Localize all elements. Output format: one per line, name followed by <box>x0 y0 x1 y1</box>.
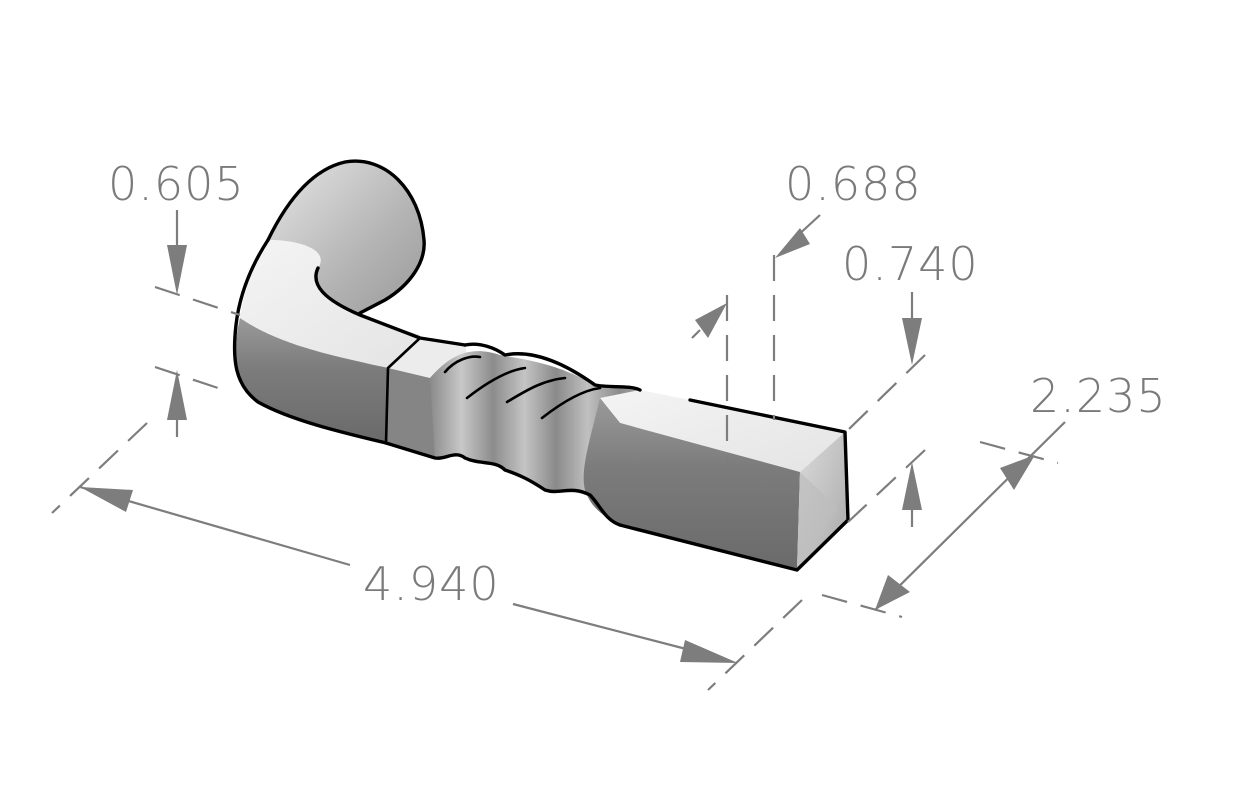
dimension-label-0740: 0.740 <box>842 237 979 291</box>
dimension-0605: 0.605 <box>108 157 245 437</box>
bend-cap <box>268 161 425 315</box>
collar-seam-line <box>384 336 422 445</box>
arrow-down-icon <box>902 318 922 365</box>
twist-top-outline <box>463 342 642 392</box>
arrow-diagonal-icon <box>775 228 810 258</box>
twist-groove-3 <box>505 376 567 404</box>
dimension-2235: 2.235 <box>821 369 1167 619</box>
arrow-right-icon <box>680 640 738 663</box>
dimension-label-0605: 0.605 <box>108 157 245 211</box>
dimension-label-4940: 4.940 <box>363 557 500 611</box>
bend-inner-outline <box>314 266 467 347</box>
bar-end-chamfer <box>797 472 838 570</box>
bar-top-outline <box>618 398 850 572</box>
bar-side-face <box>583 398 800 570</box>
twist-groove-1 <box>443 355 482 374</box>
arrow-diagonal-up-icon <box>695 303 727 338</box>
bend-side-face <box>235 318 388 443</box>
dimension-label-2235: 2.235 <box>1030 369 1167 423</box>
bend-cap-outline <box>266 159 426 315</box>
bend-outer-outline <box>232 238 388 445</box>
arrow-up-icon <box>902 462 922 510</box>
bend-top-face <box>240 240 420 368</box>
dimension-0740: 0.740 <box>842 237 979 527</box>
dimension-label-0688: 0.688 <box>785 157 922 211</box>
arrow-down-icon <box>167 245 187 295</box>
dimension-4940: 4.940 <box>51 422 803 691</box>
arrow-left-icon <box>80 487 133 512</box>
arrow-up-icon <box>167 370 187 420</box>
bar-top-face <box>600 390 845 472</box>
twist-groove-2 <box>465 366 527 400</box>
twist-bottom-outline <box>384 441 622 527</box>
part-body <box>232 159 850 572</box>
arrow-up-right-icon <box>1000 455 1035 490</box>
arrow-down-left-icon <box>875 575 910 610</box>
twist-groove-4 <box>540 386 602 420</box>
dimension-0688: 0.688 <box>691 157 922 465</box>
